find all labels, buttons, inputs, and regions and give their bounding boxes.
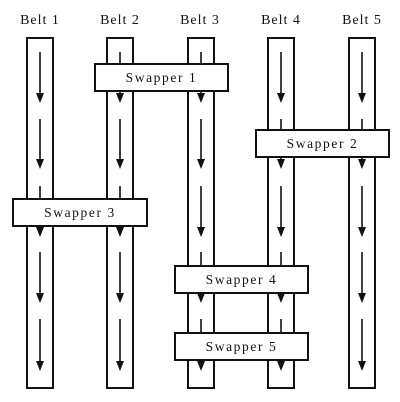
belt-2-arrow-3-head	[116, 227, 124, 237]
belt-3-arrow-2-head	[197, 159, 205, 169]
belt-2-arrow-4-head	[116, 293, 124, 303]
belt-4-label: Belt 4	[261, 13, 301, 28]
swapper-4: Swapper 4	[174, 265, 309, 294]
swapper-3-label: Swapper 3	[44, 205, 116, 220]
belt-3-label: Belt 3	[180, 13, 220, 28]
belt-3-arrow-5-head	[197, 361, 205, 371]
belt-1-label: Belt 1	[20, 13, 60, 28]
swapper-4-box	[174, 265, 309, 294]
belt-1-arrow-3-head	[36, 227, 44, 237]
belt-1-arrow-5-head	[36, 361, 44, 371]
belt-4-arrow-4-head	[277, 293, 285, 303]
swapper-2-label: Swapper 2	[287, 136, 359, 151]
swapper-3-box	[12, 198, 148, 227]
swapper-2: Swapper 2	[255, 129, 390, 158]
swapper-3: Swapper 3	[12, 198, 148, 227]
belt-5-arrow-1-head	[358, 93, 366, 103]
swapper-1-box	[94, 63, 229, 92]
swapper-5-box	[174, 332, 309, 361]
swapper-1: Swapper 1	[94, 63, 229, 92]
swapper-5: Swapper 5	[174, 332, 309, 361]
belt-5-arrow-4-head	[358, 293, 366, 303]
belt-3-arrow-3-head	[197, 227, 205, 237]
belt-4-arrow-1-head	[277, 93, 285, 103]
belt-2-arrow-5-head	[116, 361, 124, 371]
belt-4-arrow-2-head	[277, 159, 285, 169]
belt-2-arrow-1-head	[116, 93, 124, 103]
belt-2-label: Belt 2	[100, 13, 140, 28]
belt-3-arrow-1-head	[197, 93, 205, 103]
belt-4-arrow-3-head	[277, 227, 285, 237]
belt-3-arrow-4-head	[197, 293, 205, 303]
belt-2-arrow-2-head	[116, 159, 124, 169]
belt-5-arrow-2-head	[358, 159, 366, 169]
belt-4-arrow-5-head	[277, 361, 285, 371]
swapper-2-box	[255, 129, 390, 158]
belt-1-arrow-2-head	[36, 159, 44, 169]
belt-5-arrow-3-head	[358, 227, 366, 237]
swapper-1-label: Swapper 1	[126, 70, 198, 85]
swapper-4-label: Swapper 4	[206, 272, 278, 287]
belt-5-label: Belt 5	[342, 13, 382, 28]
belt-5-arrow-5-head	[358, 361, 366, 371]
belt-1-arrow-1-head	[36, 93, 44, 103]
belt-1-arrow-4-head	[36, 293, 44, 303]
swapper-5-label: Swapper 5	[206, 339, 278, 354]
